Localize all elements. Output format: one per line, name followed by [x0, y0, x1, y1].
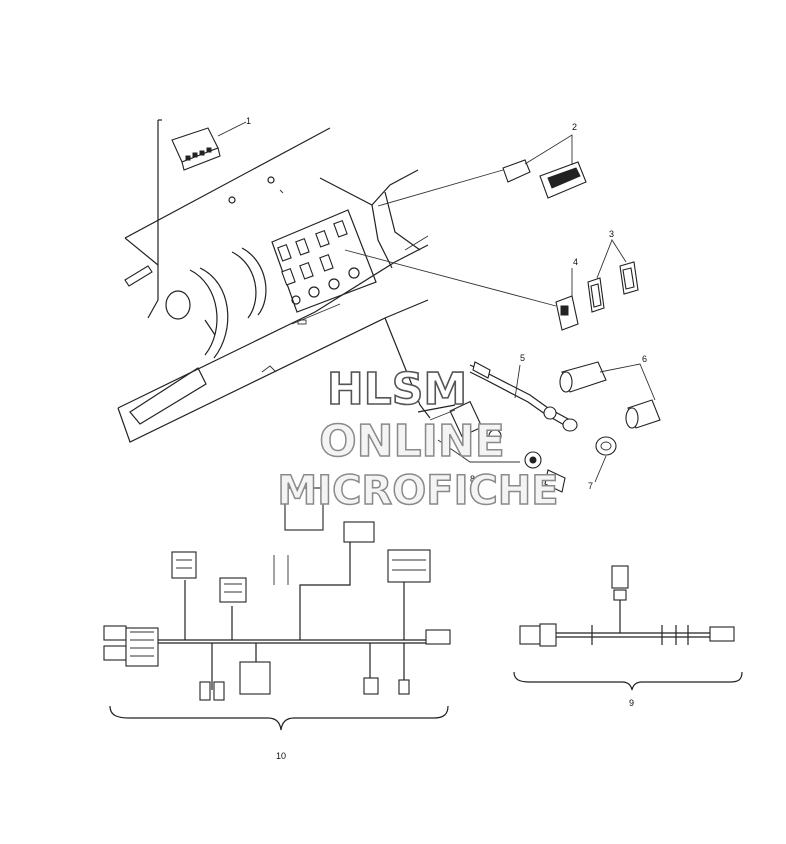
part-3-switch-plates [587, 239, 639, 313]
callout-10: 10 [276, 751, 286, 761]
callout-7: 7 [588, 481, 593, 491]
callout-6: 6 [642, 354, 647, 364]
dashboard-panel [117, 119, 429, 443]
callout-5: 5 [520, 353, 525, 363]
part-10-wiring-harness [103, 487, 451, 731]
part-4-rocker-switch [344, 249, 579, 331]
callout-9: 9 [629, 698, 634, 708]
watermark-line-2: ONLINE [319, 416, 505, 467]
part-2-bezel [377, 134, 587, 207]
callout-4: 4 [573, 257, 578, 267]
callout-3: 3 [609, 229, 614, 239]
watermark-line-1: HLSM [327, 364, 467, 415]
callout-8: 8 [470, 474, 475, 484]
part-6-lighter [559, 361, 661, 429]
callout-1: 1 [246, 116, 251, 126]
part-9-wiring-harness [513, 565, 743, 691]
part-7-grommet [594, 436, 617, 483]
part-5-cable [469, 361, 578, 432]
part-8-ignition [384, 317, 566, 493]
watermark-line-3: MICROFICHE [277, 468, 558, 514]
callout-2: 2 [572, 122, 577, 132]
part-1-connector [171, 121, 247, 171]
